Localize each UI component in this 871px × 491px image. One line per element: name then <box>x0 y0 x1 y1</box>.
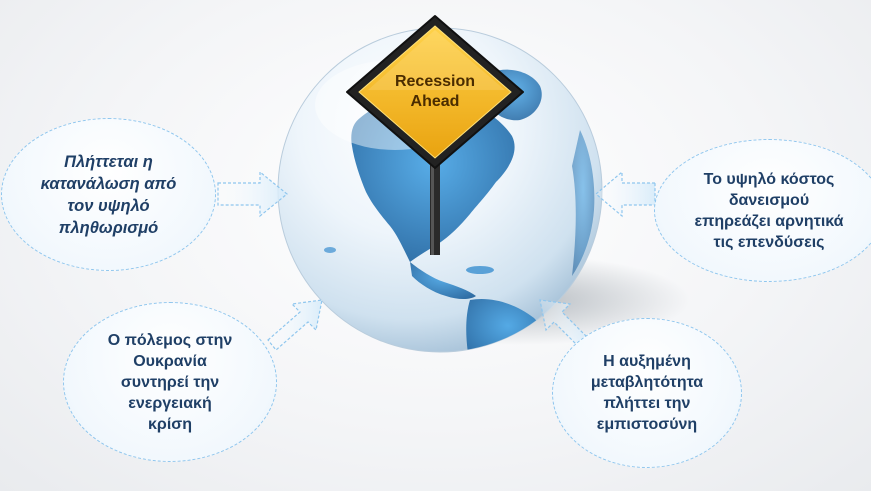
arrow-bottom-left-to-globe <box>267 299 323 351</box>
bubble-consumption-text: Πλήττεται η κατανάλωση από τον υψηλό πλη… <box>40 152 177 237</box>
caribbean-islands <box>466 266 494 274</box>
arrow-left-to-globe <box>217 170 288 218</box>
bubble-volatility-text: Η αυξημένη μεταβλητότητα πλήττει την εμπ… <box>590 353 704 433</box>
bubble-ukraine-war-text: Ο πόλεμος στην Ουκρανία συντηρεί την ενε… <box>107 331 233 433</box>
sign-label: Recession Ahead <box>394 73 476 110</box>
bubble-ukraine-war: Ο πόλεμος στην Ουκρανία συντηρεί την ενε… <box>63 302 277 462</box>
sign-post <box>430 150 440 255</box>
hawaii-islands <box>324 247 336 253</box>
bubble-volatility: Η αυξημένη μεταβλητότητα πλήττει την εμπ… <box>552 318 742 468</box>
bubble-borrowing-cost: Το υψηλό κόστος δανεισμού επηρεάζει αρνη… <box>654 139 871 282</box>
warning-sign-icon <box>346 15 524 169</box>
bubble-consumption: Πλήττεται η κατανάλωση από τον υψηλό πλη… <box>1 118 216 271</box>
bubble-borrowing-cost-text: Το υψηλό κόστος δανεισμού επηρεάζει αρνη… <box>694 170 844 251</box>
arrow-right-to-globe <box>595 170 656 218</box>
europe-africa-edge <box>572 130 595 276</box>
central-america-land <box>410 262 476 299</box>
